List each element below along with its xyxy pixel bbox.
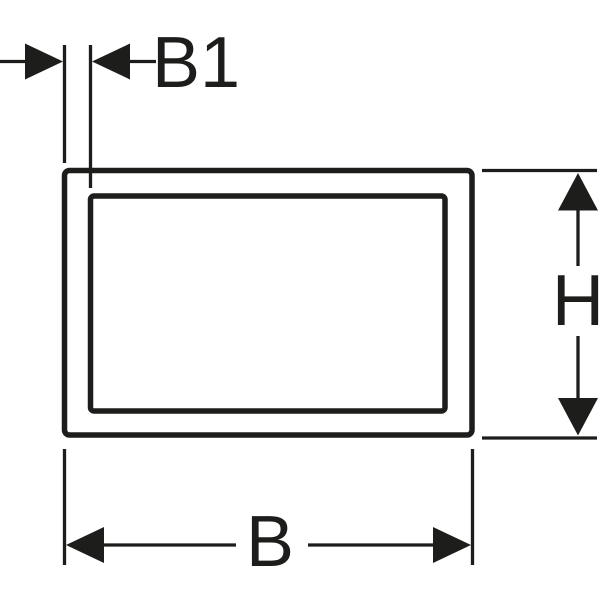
b-dimension-label: B <box>246 502 294 582</box>
arrow-left-icon <box>66 527 104 563</box>
b1-dimension-label: B1 <box>152 23 240 103</box>
arrow-left-icon <box>92 43 130 80</box>
arrow-right-icon <box>433 527 471 563</box>
h-dimension-label: H <box>552 261 600 341</box>
arrow-down-icon <box>558 398 598 436</box>
arrow-up-icon <box>558 173 598 211</box>
dimension-b: B <box>62 449 475 582</box>
outer-frame-rect <box>61 167 475 438</box>
arrow-right-icon <box>25 43 63 80</box>
dimension-h: H <box>482 168 600 440</box>
dimension-b1: B1 <box>0 23 240 188</box>
frame-profile <box>61 167 475 438</box>
inner-opening-rect <box>87 193 448 414</box>
